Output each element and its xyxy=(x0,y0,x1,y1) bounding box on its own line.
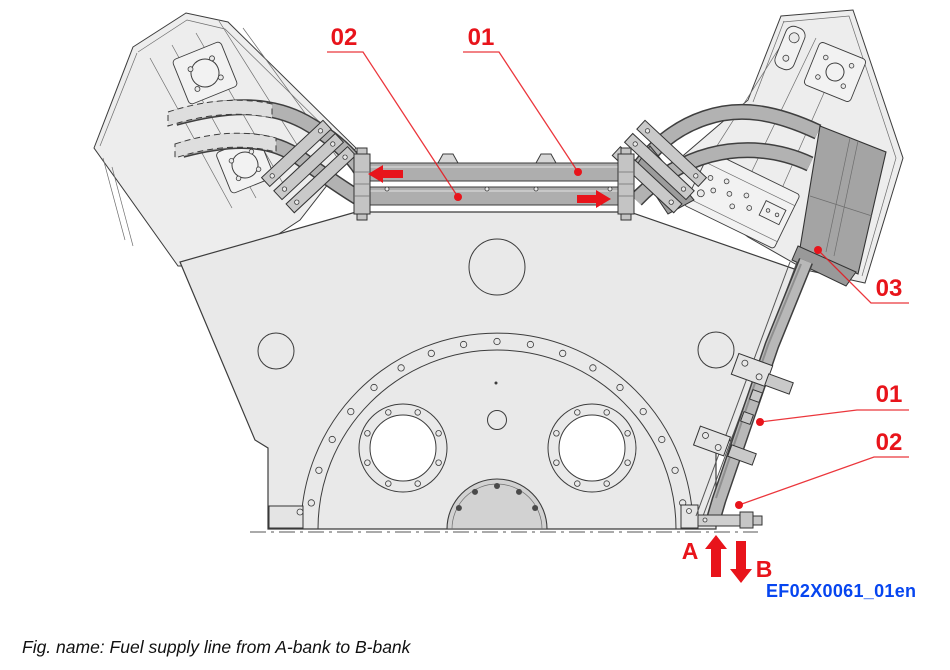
upper-fuel-pipe xyxy=(367,162,621,182)
bolt-hole xyxy=(435,459,442,466)
top-bore-circle xyxy=(468,238,526,296)
bolt-hole xyxy=(526,340,535,349)
right-mounting-plate xyxy=(803,42,867,102)
bolt-hole xyxy=(315,466,323,474)
bolt-hole xyxy=(671,466,679,474)
left-foot-bracket xyxy=(268,505,304,529)
leader-dot xyxy=(574,168,582,176)
right-bank-pipes xyxy=(611,103,822,215)
bolt-hole xyxy=(328,435,336,444)
bolt-hole xyxy=(493,337,501,346)
bolt-hole xyxy=(658,435,666,444)
pipe-bracket-upper xyxy=(730,352,774,388)
bolt-hole xyxy=(414,409,421,416)
center-mark xyxy=(494,381,498,385)
pipe-bracket-lower xyxy=(692,425,732,457)
pipe-foot xyxy=(697,511,763,529)
bolt-hole xyxy=(553,430,560,437)
right-instrument-plate xyxy=(684,151,800,249)
right-rail-connector xyxy=(617,147,635,221)
bolt-hole xyxy=(639,407,647,416)
callout-03-side: 03 xyxy=(876,275,903,302)
figure-caption: Fig. name: Fuel supply line from A-bank … xyxy=(22,637,412,657)
flywheel-flange-ring xyxy=(300,332,694,530)
bolt-hole xyxy=(574,409,581,416)
cover-bolt xyxy=(455,505,462,511)
bolt-hole xyxy=(559,349,567,357)
right-small-pad xyxy=(774,25,806,71)
crankcase xyxy=(179,211,804,530)
flow-marker-a: A xyxy=(682,538,699,564)
distribution-block xyxy=(791,125,887,287)
flow-up-arrow-icon xyxy=(705,535,727,577)
bolt-hole xyxy=(370,383,378,392)
cover-bolt xyxy=(516,488,522,495)
leader-side-mid xyxy=(759,409,909,423)
flow-down-arrow-icon xyxy=(730,541,752,583)
left-service-opening xyxy=(358,403,448,493)
leader-top-right xyxy=(463,51,579,173)
left-bore-circle xyxy=(257,332,295,370)
bolt-hole xyxy=(435,430,442,437)
bolt-hole xyxy=(307,499,315,507)
leader-side-bottom xyxy=(738,456,909,506)
bolt-hole xyxy=(574,480,581,487)
bolt-hole xyxy=(603,480,610,487)
rail-tab xyxy=(437,153,459,164)
flow-right-arrow-icon xyxy=(577,190,611,208)
bolt-hole xyxy=(603,409,610,416)
bolt-hole xyxy=(553,459,560,466)
bolt-hole xyxy=(624,459,631,466)
bolt-hole xyxy=(385,480,392,487)
leader-dot xyxy=(814,246,822,254)
left-mounting-plate-top xyxy=(172,41,238,105)
cover-bolt xyxy=(472,488,478,495)
pipe-clamp-upper xyxy=(764,373,794,395)
flow-left-arrow-icon xyxy=(368,165,403,183)
left-rail-connector xyxy=(353,147,371,221)
leader-side-top xyxy=(817,249,909,304)
flow-marker-b: B xyxy=(756,556,773,582)
bolt-hole xyxy=(459,340,468,349)
cover-bolt xyxy=(494,483,500,489)
cover-bolt xyxy=(532,505,539,511)
bolt-hole xyxy=(347,407,355,416)
leader-dot xyxy=(756,418,764,426)
horizontal-fuel-rail xyxy=(353,147,635,221)
bolt-hole xyxy=(616,383,624,392)
bolt-hole xyxy=(364,459,371,466)
callout-01-side: 01 xyxy=(876,381,903,408)
drawing-number: EF02X0061_01en xyxy=(766,581,916,601)
callout-01-top: 01 xyxy=(468,24,495,51)
leader-lines xyxy=(327,51,909,506)
callout-02-side: 02 xyxy=(876,429,903,456)
annotations: 02 01 03 01 02 A B xyxy=(331,24,903,583)
bolt-hole xyxy=(414,480,421,487)
leader-top-left xyxy=(327,51,459,198)
fuel-rail-pipes xyxy=(167,99,822,221)
left-mounting-plate-bottom xyxy=(216,136,274,194)
left-bank-pipes xyxy=(167,99,369,214)
down-pipe xyxy=(692,258,813,529)
leader-dot xyxy=(454,193,462,201)
left-flange-stack xyxy=(260,119,357,214)
bolt-hole xyxy=(427,349,435,357)
callout-02-top: 02 xyxy=(331,24,358,51)
right-bore-circle xyxy=(697,331,735,369)
bolt-hole xyxy=(624,430,631,437)
right-service-opening xyxy=(547,403,637,493)
bolt-hole xyxy=(385,409,392,416)
pipe-clamp-lower xyxy=(727,444,757,466)
bolt-hole xyxy=(589,364,597,372)
leader-dot xyxy=(735,501,743,509)
center-small-circle xyxy=(487,410,507,430)
rail-tab xyxy=(535,153,557,164)
bolt-hole xyxy=(397,364,405,372)
crankshaft-cover xyxy=(446,478,548,530)
bolt-hole xyxy=(364,430,371,437)
